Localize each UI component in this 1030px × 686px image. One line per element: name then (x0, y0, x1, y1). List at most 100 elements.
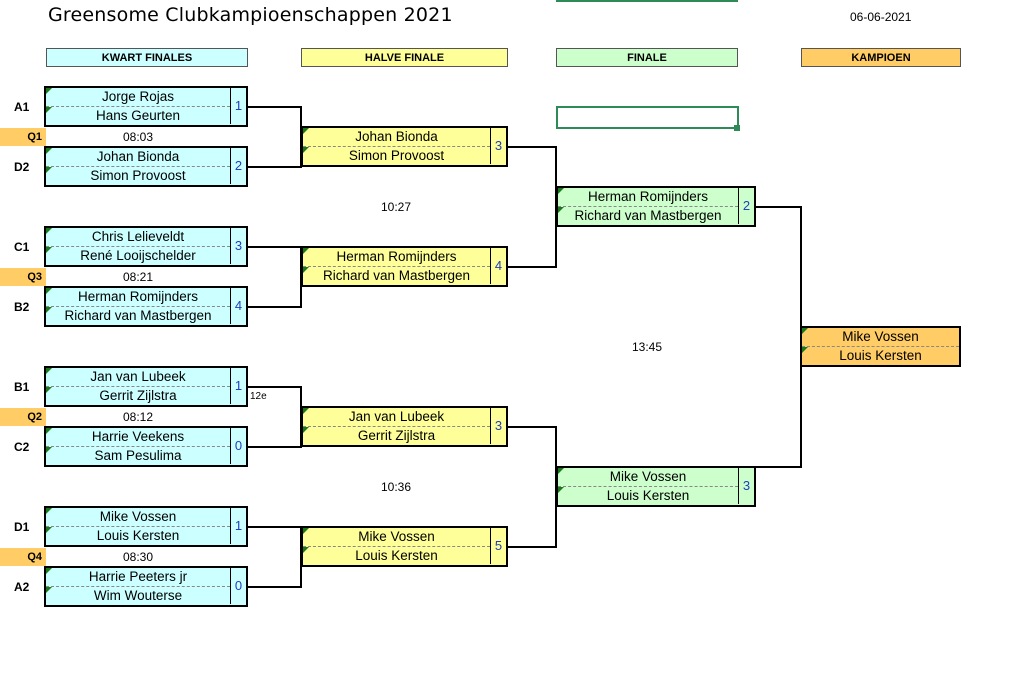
player-cell[interactable]: Gerrit Zijlstra (46, 387, 230, 405)
comment-marker-icon (558, 487, 564, 493)
score-cell[interactable]: 2 (230, 148, 246, 184)
comment-marker-icon (558, 207, 564, 213)
score-cell[interactable]: 3 (230, 228, 246, 264)
player-cell[interactable]: Jorge Rojas (46, 88, 230, 107)
bracket-line (300, 246, 302, 308)
player-cell[interactable]: Richard van Mastbergen (558, 207, 738, 225)
player-cell[interactable]: Harrie Veekens (46, 428, 230, 447)
player-cell[interactable]: Jan van Lubeek (46, 368, 230, 387)
player-cell[interactable]: Richard van Mastbergen (46, 307, 230, 325)
q-label: Q2 (0, 408, 46, 426)
player-cell[interactable]: Johan Bionda (303, 128, 490, 147)
comment-marker-icon (558, 188, 564, 194)
slot-label: A1 (14, 100, 30, 114)
tee-time: 08:03 (122, 130, 154, 144)
qf-match-5[interactable]: Jan van Lubeek Gerrit Zijlstra 1 (44, 366, 248, 407)
comment-marker-icon (46, 508, 52, 514)
score-cell[interactable]: 3 (738, 468, 754, 504)
player-cell[interactable]: Louis Kersten (46, 527, 230, 545)
note-label: 12e (250, 391, 267, 402)
score-cell[interactable]: 4 (230, 288, 246, 324)
comment-marker-icon (303, 147, 309, 153)
sf-match-4[interactable]: Mike Vossen Louis Kersten 5 (301, 526, 508, 567)
comment-marker-icon (46, 307, 52, 313)
comment-marker-icon (303, 427, 309, 433)
qf-match-8[interactable]: Harrie Peeters jr Wim Wouterse 0 (44, 566, 248, 607)
score-cell[interactable]: 2 (738, 188, 754, 224)
sf-match-2[interactable]: Herman Romijnders Richard van Mastbergen… (301, 246, 508, 287)
final-match-2[interactable]: Mike Vossen Louis Kersten 3 (556, 466, 756, 507)
fill-handle[interactable] (734, 125, 740, 131)
comment-marker-icon (802, 328, 808, 334)
player-cell[interactable]: Gerrit Zijlstra (303, 427, 490, 445)
tee-time: 08:21 (122, 270, 154, 284)
sf-match-3[interactable]: Jan van Lubeek Gerrit Zijlstra 3 (301, 406, 508, 447)
tee-time: 08:30 (122, 550, 154, 564)
player-cell[interactable]: Simon Provoost (46, 167, 230, 185)
score-cell[interactable]: 5 (490, 528, 506, 564)
slot-label: C1 (14, 240, 30, 254)
qf-match-3[interactable]: Chris Lelieveldt René Looijschelder 3 (44, 226, 248, 267)
bracket-line (508, 426, 556, 428)
qf-match-7[interactable]: Mike Vossen Louis Kersten 1 (44, 506, 248, 547)
score-cell[interactable]: 0 (230, 428, 246, 464)
player-cell[interactable]: Johan Bionda (46, 148, 230, 167)
comment-marker-icon (46, 527, 52, 533)
cell-selection-edge (556, 0, 738, 2)
comment-marker-icon (46, 288, 52, 294)
player-cell[interactable]: René Looijschelder (46, 247, 230, 265)
player-cell[interactable]: Herman Romijnders (46, 288, 230, 307)
score-cell[interactable]: 3 (490, 128, 506, 164)
score-cell[interactable]: 1 (230, 368, 246, 404)
player-cell[interactable]: Chris Lelieveldt (46, 228, 230, 247)
qf-match-4[interactable]: Herman Romijnders Richard van Mastbergen… (44, 286, 248, 327)
player-cell[interactable]: Herman Romijnders (303, 248, 490, 267)
player-cell[interactable]: Hans Geurten (46, 107, 230, 125)
score-cell[interactable]: 3 (490, 408, 506, 444)
player-cell[interactable]: Wim Wouterse (46, 587, 230, 605)
selected-cell[interactable] (556, 106, 739, 129)
comment-marker-icon (303, 128, 309, 134)
tee-time: 13:45 (631, 340, 663, 354)
player-cell[interactable]: Richard van Mastbergen (303, 267, 490, 285)
slot-label: A2 (14, 580, 30, 594)
comment-marker-icon (303, 547, 309, 553)
final-match-1[interactable]: Herman Romijnders Richard van Mastbergen… (556, 186, 756, 227)
score-cell[interactable]: 1 (230, 508, 246, 544)
player-cell[interactable]: Herman Romijnders (558, 188, 738, 207)
score-cell[interactable]: 4 (490, 248, 506, 284)
score-cell[interactable]: 0 (230, 568, 246, 604)
bracket-line (508, 266, 556, 268)
player-cell[interactable]: Louis Kersten (303, 547, 490, 565)
slot-label: B1 (14, 380, 30, 394)
comment-marker-icon (303, 248, 309, 254)
player-cell[interactable]: Louis Kersten (802, 347, 959, 365)
player-cell[interactable]: Simon Provoost (303, 147, 490, 165)
qf-match-2[interactable]: Johan Bionda Simon Provoost 2 (44, 146, 248, 187)
player-cell[interactable]: Mike Vossen (303, 528, 490, 547)
qf-match-6[interactable]: Harrie Veekens Sam Pesulima 0 (44, 426, 248, 467)
player-cell[interactable]: Harrie Peeters jr (46, 568, 230, 587)
player-cell[interactable]: Mike Vossen (558, 468, 738, 487)
player-cell[interactable]: Sam Pesulima (46, 447, 230, 465)
sf-match-1[interactable]: Johan Bionda Simon Provoost 3 (301, 126, 508, 167)
player-cell[interactable]: Mike Vossen (802, 328, 959, 347)
player-cell[interactable]: Jan van Lubeek (303, 408, 490, 427)
comment-marker-icon (46, 148, 52, 154)
score-cell[interactable]: 1 (230, 88, 246, 124)
player-cell[interactable]: Louis Kersten (558, 487, 738, 505)
comment-marker-icon (303, 267, 309, 273)
player-cell[interactable]: Mike Vossen (46, 508, 230, 527)
slot-label: D1 (14, 520, 30, 534)
header-quarterfinals: KWART FINALES (46, 48, 248, 67)
bracket-line (508, 546, 556, 548)
slot-label: D2 (14, 160, 30, 174)
bracket-line (248, 166, 301, 168)
qf-match-1[interactable]: Jorge Rojas Hans Geurten 1 (44, 86, 248, 127)
champion-box[interactable]: Mike Vossen Louis Kersten (800, 326, 961, 367)
q-label: Q4 (0, 548, 46, 566)
tee-time: 08:12 (122, 410, 154, 424)
tee-time: 10:36 (380, 480, 412, 494)
bracket-line (300, 386, 302, 448)
comment-marker-icon (46, 88, 52, 94)
